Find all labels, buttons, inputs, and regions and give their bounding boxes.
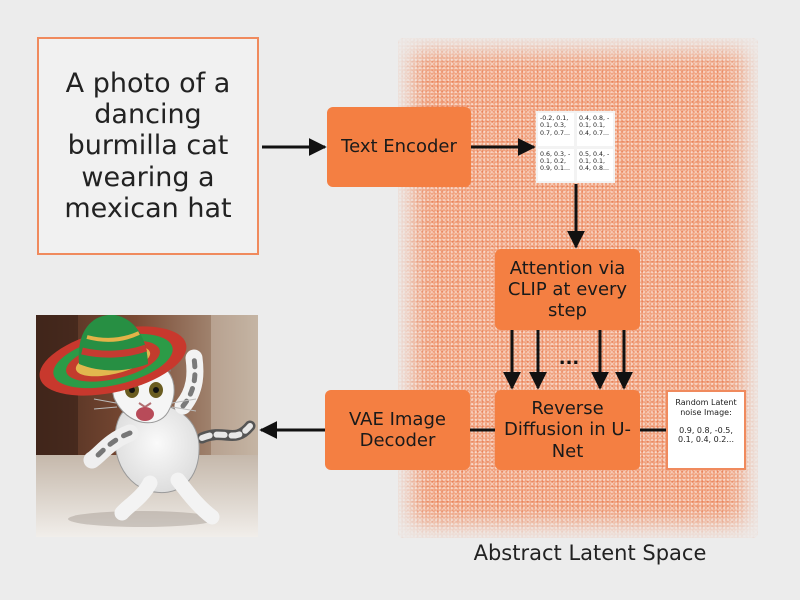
generated-cat-image bbox=[36, 315, 258, 537]
text-prompt: A photo of a dancing burmilla cat wearin… bbox=[64, 68, 232, 224]
text-embedding-grid: -0.2, 0.1, 0.1, 0.3, 0.7, 0.7... 0.4, 0.… bbox=[536, 111, 615, 183]
vae-image-decoder-label: VAE Image Decoder bbox=[349, 408, 446, 451]
reverse-diffusion-box: Reverse Diffusion in U-Net bbox=[495, 390, 640, 470]
text-encoder-box: Text Encoder bbox=[327, 107, 471, 187]
random-latent-values: 0.9, 0.8, -0.5, 0.1, 0.4, 0.2... bbox=[678, 425, 734, 445]
ellipsis-label: ... bbox=[558, 348, 580, 369]
random-latent-title: Random Latent noise Image: bbox=[675, 398, 737, 417]
reverse-diffusion-label: Reverse Diffusion in U-Net bbox=[504, 398, 631, 462]
cat-illustration bbox=[36, 315, 258, 537]
clip-attention-box: Attention via CLIP at every step bbox=[495, 249, 640, 330]
embedding-cell: 0.4, 0.8, -0.1, 0.1, 0.4, 0.7... bbox=[577, 113, 613, 146]
embedding-cell: 0.6, 0.3, -0.1, 0.2, 0.9, 0.1... bbox=[538, 148, 574, 181]
text-encoder-label: Text Encoder bbox=[341, 136, 457, 158]
text-prompt-box: A photo of a dancing burmilla cat wearin… bbox=[37, 37, 259, 255]
random-latent-noise-box: Random Latent noise Image: 0.9, 0.8, -0.… bbox=[666, 390, 746, 470]
latent-space-label: Abstract Latent Space bbox=[473, 541, 707, 565]
embedding-cell: 0.5, 0.4, -0.1, 0.1, 0.4, 0.8... bbox=[577, 148, 613, 181]
vae-image-decoder-box: VAE Image Decoder bbox=[325, 390, 470, 470]
clip-attention-label: Attention via CLIP at every step bbox=[507, 257, 628, 322]
embedding-cell: -0.2, 0.1, 0.1, 0.3, 0.7, 0.7... bbox=[538, 113, 574, 146]
